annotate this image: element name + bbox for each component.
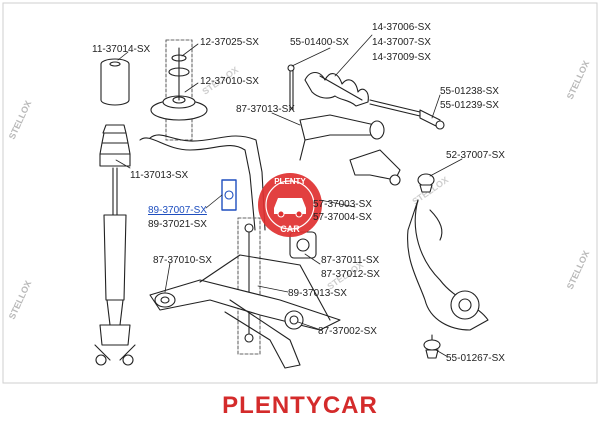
part-label-87-37012: 87-37012-SX	[321, 269, 380, 280]
part-label-57-37003: 57-37003-SX	[313, 199, 372, 210]
logo-bottom-text: CAR	[280, 224, 300, 234]
part-label-57-37004: 57-37004-SX	[313, 212, 372, 223]
upper-control-arm-part	[299, 114, 401, 186]
tie-rod-end-part	[369, 99, 445, 130]
dust-boot-part	[99, 124, 131, 167]
part-label-87-37011: 87-37011-SX	[321, 255, 380, 266]
part-label-14-37007: 14-37007-SX	[372, 37, 431, 48]
part-label-12-37010: 12-37010-SX	[200, 76, 259, 87]
part-label-55-01238: 55-01238-SX	[440, 86, 499, 97]
part-label-55-01267: 55-01267-SX	[446, 353, 505, 364]
part-label-11-37014: 11-37014-SX	[92, 44, 151, 55]
shock-absorber-part	[94, 167, 136, 366]
part-label-89-37013: 89-37013-SX	[288, 288, 347, 299]
part-label-87-37013: 87-37013-SX	[236, 104, 295, 115]
bump-stop-part	[100, 58, 130, 106]
steering-boot-part	[304, 71, 369, 107]
brand-title: PLENTYCAR	[222, 392, 378, 419]
steering-knuckle-part	[407, 199, 489, 331]
part-label-14-37006: 14-37006-SX	[372, 22, 431, 33]
strut-mount-part	[150, 39, 208, 141]
stabilizer-bar-part	[139, 134, 266, 231]
part-label-55-01239: 55-01239-SX	[440, 100, 499, 111]
part-label-89-37007: 89-37007-SX	[148, 205, 207, 216]
part-label-55-01400: 55-01400-SX	[290, 37, 349, 48]
logo-top-text: PLENTY	[274, 177, 306, 186]
leader-lines	[115, 34, 463, 358]
lower-control-arm-part	[149, 254, 341, 369]
part-label-87-37002: 87-37002-SX	[318, 326, 377, 337]
ball-joint-upper-part	[417, 173, 435, 193]
part-label-87-37010: 87-37010-SX	[153, 255, 212, 266]
part-label-89-37021: 89-37021-SX	[148, 219, 207, 230]
part-label-12-37025: 12-37025-SX	[200, 37, 259, 48]
part-label-11-37013: 11-37013-SX	[130, 170, 189, 181]
ball-joint-lower-part	[423, 334, 441, 359]
part-label-52-37007: 52-37007-SX	[446, 150, 505, 161]
plentycar-logo: PLENTY CAR	[258, 173, 322, 237]
part-label-14-37009: 14-37009-SX	[372, 52, 431, 63]
tie-rod-part	[287, 64, 295, 111]
